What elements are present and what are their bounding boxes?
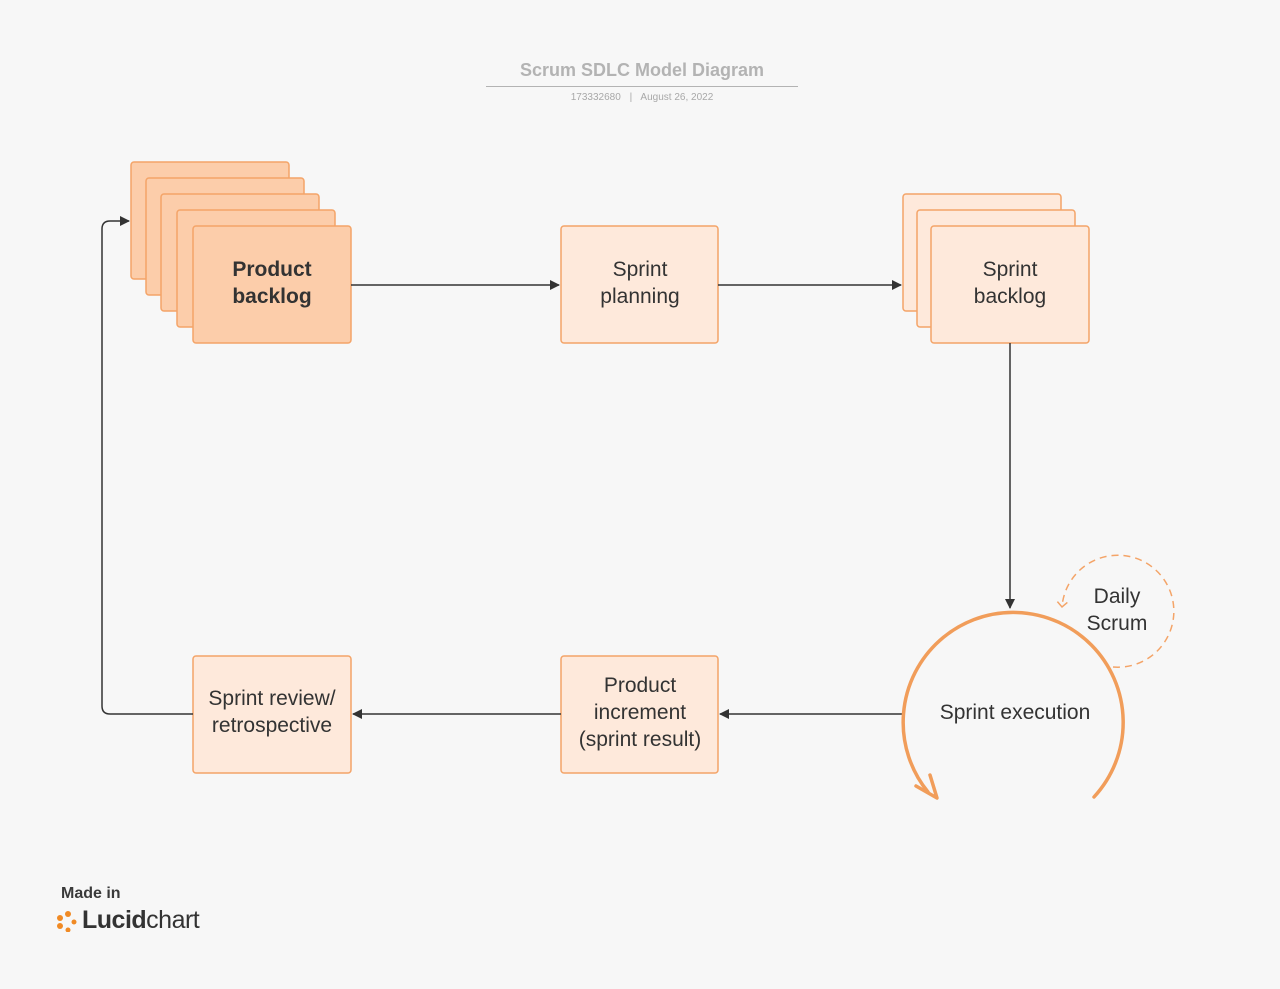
product-increment-label-line2: increment xyxy=(594,701,686,724)
lucidchart-logo[interactable]: Lucidchart xyxy=(55,906,200,935)
doc-date: August 26, 2022 xyxy=(640,92,714,103)
daily-scrum-loop xyxy=(1056,554,1175,668)
daily-scrum-label-line1: Daily xyxy=(1094,585,1141,608)
diagram-title: Scrum SDLC Model Diagram xyxy=(486,60,798,87)
product-increment-node[interactable]: Product increment (sprint result) xyxy=(560,655,719,774)
product-backlog-stack[interactable]: Product backlog xyxy=(130,161,352,344)
daily-scrum-label-line2: Scrum xyxy=(1087,612,1148,635)
brand-strong: Lucid xyxy=(82,906,147,934)
sprint-planning-label-line1: Sprint xyxy=(613,258,668,281)
daily-scrum-node[interactable]: Daily Scrum xyxy=(1056,554,1175,668)
sprint-planning-node[interactable]: Sprint planning xyxy=(560,225,719,344)
diagram-header: Scrum SDLC Model Diagram 173332680 | Aug… xyxy=(486,60,798,103)
lucidchart-wordmark: Lucidchart xyxy=(82,906,200,935)
sprint-review-node[interactable]: Sprint review/ retrospective xyxy=(192,655,352,774)
sprint-execution-node[interactable]: Sprint execution xyxy=(901,610,1125,800)
sprint-execution-label: Sprint execution xyxy=(940,701,1091,724)
cycle-arrowhead-icon xyxy=(914,773,939,800)
sprint-planning-label-line2: planning xyxy=(600,285,679,308)
diagram-subtitle: 173332680 | August 26, 2022 xyxy=(486,92,798,103)
subtitle-separator: | xyxy=(629,92,633,103)
product-increment-label-line1: Product xyxy=(604,674,677,697)
product-backlog-label-line2: backlog xyxy=(232,285,311,308)
sprint-review-label-line1: Sprint review/ xyxy=(208,687,335,710)
doc-id: 173332680 xyxy=(570,92,621,103)
connector-review-to-product-backlog[interactable] xyxy=(101,216,193,715)
brand-light: chart xyxy=(146,906,200,934)
sprint-backlog-stack[interactable]: Sprint backlog xyxy=(902,193,1090,344)
sprint-backlog-label-line1: Sprint xyxy=(983,258,1038,281)
made-in-label: Made in xyxy=(61,885,121,902)
sprint-backlog-label-line2: backlog xyxy=(974,285,1046,308)
lucidchart-logo-icon xyxy=(57,910,77,932)
product-backlog-label-line1: Product xyxy=(232,258,311,281)
sprint-review-label-line2: retrospective xyxy=(212,714,332,737)
sprint-execution-cycle-arc xyxy=(901,610,1125,799)
product-increment-label-line3: (sprint result) xyxy=(579,728,702,751)
